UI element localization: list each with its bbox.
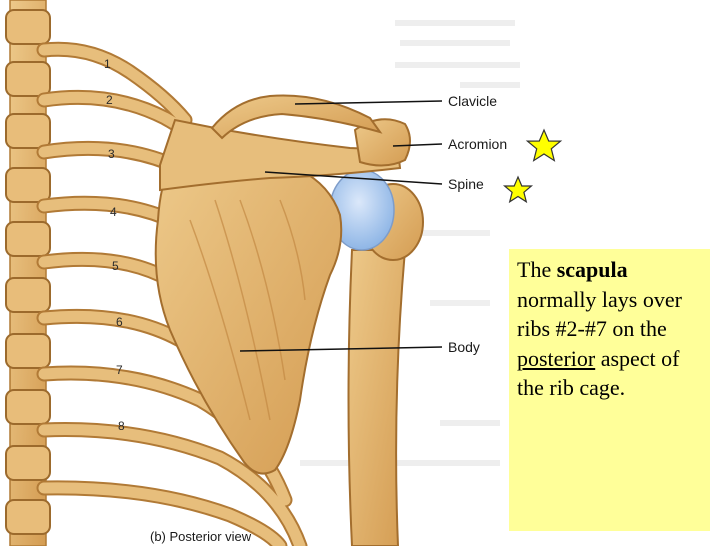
note-bold-term: scapula (556, 257, 628, 282)
scapula-shading (189, 199, 306, 421)
rib-number: 4 (110, 205, 117, 219)
rib-number: 1 (104, 57, 111, 71)
label-body: Body (448, 339, 480, 355)
faded-background-text (300, 20, 520, 466)
label-clavicle: Clavicle (448, 93, 497, 109)
scapula-body (154, 155, 343, 475)
scapula-note-box: The scapula normally lays over ribs #2-#… (509, 249, 710, 531)
label-acromion: Acromion (448, 136, 507, 152)
rib-number: 8 (118, 419, 125, 433)
rib-number: 5 (112, 259, 119, 273)
figure-caption: (b) Posterior view (150, 529, 252, 544)
leader-lines (239, 100, 443, 352)
note-text: The (517, 257, 557, 282)
note-text: normally lays over ribs #2-#7 on the (517, 286, 682, 342)
vertebral-column (5, 0, 51, 546)
note-underlined-term: posterior (517, 345, 596, 371)
rib-number: 3 (108, 147, 115, 161)
rib-number: 6 (116, 315, 123, 329)
note-text: aspect of the rib cage. (517, 345, 680, 401)
star-icon (502, 175, 534, 204)
star-icon (525, 128, 563, 162)
label-spine: Spine (448, 176, 484, 192)
rib-number: 2 (106, 93, 113, 107)
clavicle-bone (210, 94, 383, 140)
rib-number: 7 (116, 363, 123, 377)
acromion-process (353, 118, 411, 167)
rib-numbers: 1 2 3 4 5 6 7 8 (104, 57, 125, 433)
scapular-spine (159, 118, 402, 192)
